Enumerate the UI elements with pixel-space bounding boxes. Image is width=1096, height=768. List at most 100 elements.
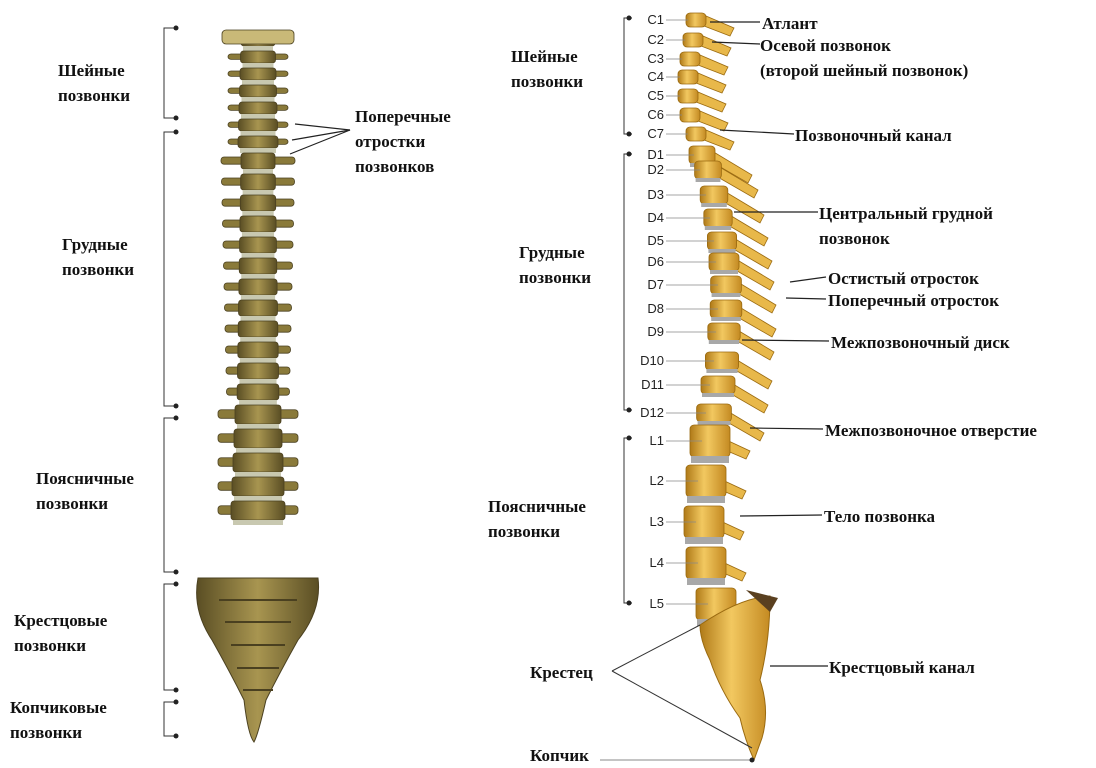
vertebral-body [678,70,698,84]
side-view-spine [678,13,778,760]
vertebral-body [680,52,700,66]
bracket-dot [174,734,179,739]
region-bracket [164,584,174,690]
vertebra-front [240,85,277,97]
sacrum-leader [612,625,700,671]
region-bracket [164,418,174,572]
front-lumbar-label: Поясничные позвонки [36,466,134,516]
transverse-pointer [290,130,350,154]
front-coccygeal-label: Копчиковые позвонки [10,695,107,745]
vertebra-code: L3 [620,515,664,529]
callout-intervertebral-disc: Межпозвоночный диск [831,330,1010,355]
bracket-dot [174,116,179,121]
vertebra-code: D9 [620,325,664,339]
callout-leader [750,428,823,429]
coccyx-label: Копчик [530,743,589,768]
disc-side [696,178,721,182]
vertebra-code: D11 [620,378,664,392]
disc-side [706,369,737,373]
vertebra-code: L4 [620,556,664,570]
vertebra-code: D4 [620,211,664,225]
vertebra-code: L1 [620,434,664,448]
disc-side [701,203,727,207]
vertebra-front [231,501,285,520]
callout-leader [786,298,826,299]
front-transverse-label: Поперечные отростки позвонков [355,104,451,179]
callout-vertebral-body: Тело позвонка [824,504,935,529]
vertebra-front [239,102,277,114]
disc-front [243,46,273,51]
region-bracket [164,132,174,406]
disc-side [698,421,731,425]
vertebral-body [686,127,706,141]
vertebra-code: D5 [620,234,664,248]
bracket-dot [174,130,179,135]
disc-side [710,270,738,274]
disc-side [711,317,741,321]
vertebra-front [240,195,275,211]
vertebra-front [239,300,278,316]
side-thoracic-label: Грудные позвонки [519,240,591,290]
vertebra-code: L5 [620,597,664,611]
vertebra-code: C5 [620,89,664,103]
disc-front [240,379,277,384]
bracket-dot [174,570,179,575]
region-bracket [164,28,174,118]
vertebra-front [241,51,276,63]
sacrum-label: Крестец [530,660,593,685]
disc-front [236,448,280,453]
callout-leader [720,130,794,134]
bracket-dot [174,404,179,409]
disc-side [685,537,723,544]
transverse-pointer [295,124,350,130]
vertebra-front [240,237,277,253]
callout-leader [790,277,826,282]
disc-front [243,63,274,68]
callout-transverse-process: Поперечный отросток [828,288,999,313]
disc-front [241,114,275,119]
vertebra-code: D6 [620,255,664,269]
vertebra-front [239,258,277,274]
vertebral-body [686,13,706,27]
bracket-dot [174,26,179,31]
disc-front [233,520,283,525]
disc-front [240,358,276,363]
vertebra-code: D10 [620,354,664,368]
sacrum-side [700,596,770,760]
disc-front [243,190,274,195]
disc-front [242,232,274,237]
callout-leader [740,515,822,516]
bracket-dot [174,416,179,421]
disc-side [702,393,734,397]
vertebra-code: C6 [620,108,664,122]
disc-front [241,131,276,136]
disc-front [242,80,274,85]
bracket-dot [174,688,179,693]
vertebra-front [237,384,279,400]
vertebra-front [241,174,276,190]
bracket-dot [174,582,179,587]
vertebra-code: D8 [620,302,664,316]
vertebra-front [235,405,281,424]
vertebra-code: C2 [620,33,664,47]
vertebra-front [233,453,283,472]
side-cervical-label: Шейные позвонки [511,44,583,94]
front-view-spine [197,30,319,742]
front-cervical-label: Шейные позвонки [58,58,130,108]
atlas-front [222,30,294,44]
vertebra-code: C1 [620,13,664,27]
disc-front [243,169,273,174]
vertebra-front [238,321,278,337]
vertebra-code: D12 [620,406,664,420]
vertebra-front [238,136,278,148]
vertebra-front [239,279,277,295]
region-bracket [164,702,174,736]
disc-side [687,578,725,585]
disc-front [240,148,276,153]
spinous-process [696,92,726,112]
vertebra-front [238,342,278,358]
callout-central-thoracic: Центральный грудной позвонок [819,201,993,251]
vertebra-front [241,153,275,169]
callout-axis: Осевой позвонок (второй шейный позвонок) [760,33,968,83]
